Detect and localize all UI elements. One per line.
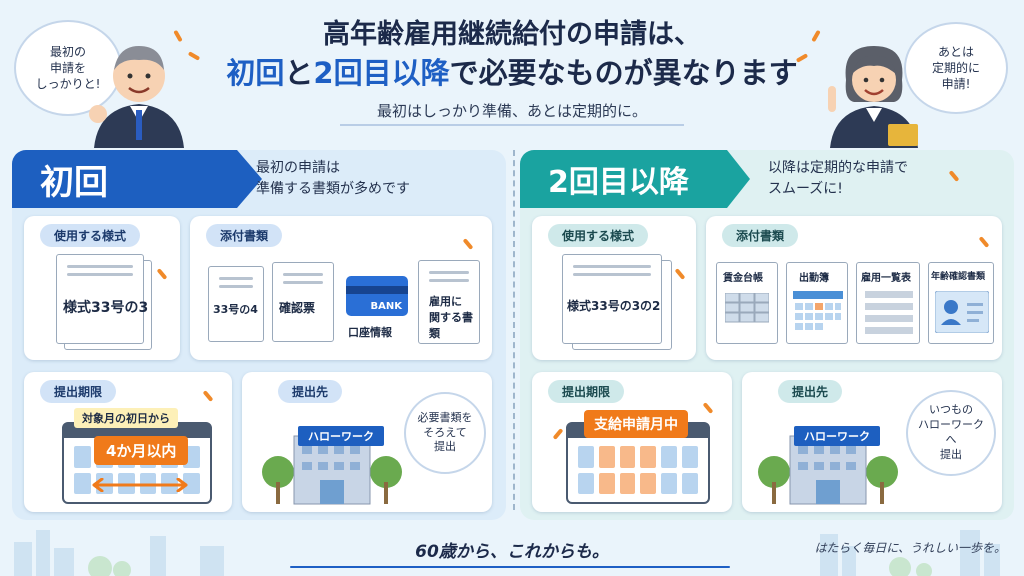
title-second-word: 2回目以降 bbox=[313, 56, 450, 90]
submit-label: 提出先 bbox=[778, 380, 843, 403]
submit-label: 提出先 bbox=[278, 380, 343, 403]
attachment-account-info: 口座情報 bbox=[348, 326, 392, 339]
attachment-age-verification: 年齢確認書類 bbox=[931, 272, 986, 282]
attachment-attendance: 出勤簿 bbox=[799, 273, 829, 284]
first-banner: 初回 bbox=[12, 150, 262, 208]
attachment-wage-ledger: 賃金台帳 bbox=[723, 273, 763, 284]
footer-tagline: はたらく毎日に、うれしい一歩を。 bbox=[814, 541, 1006, 555]
businessman-illustration bbox=[89, 46, 184, 148]
attachment-33-4: 33号の4 bbox=[213, 303, 258, 316]
page-subtitle: 最初はしっかり準備、あとは定期的に。 bbox=[376, 102, 647, 120]
first-application-panel: 初回 最初の申請は 準備する書類が多めです 使用する様式 様式33号の3 添付書… bbox=[12, 150, 506, 520]
sparkle-icon bbox=[674, 268, 686, 280]
attachment-employment-list: 雇用一覧表 bbox=[861, 273, 911, 284]
attendance-calendar-icon: 出勤簿 bbox=[786, 262, 848, 344]
sparkle-icon bbox=[156, 268, 168, 280]
second-deadline-card: 提出期限 支給申請月中 bbox=[532, 372, 732, 512]
title-rest: で必要なものが異なります bbox=[449, 56, 798, 90]
form-name: 様式33号の3 bbox=[63, 300, 149, 316]
second-banner: 2回目以降 bbox=[520, 150, 750, 208]
first-form-card: 使用する様式 様式33号の3 bbox=[24, 216, 180, 360]
sparkle-icon bbox=[978, 236, 990, 248]
id-card-icon: 年齢確認書類 bbox=[928, 262, 994, 344]
sparkle-icon bbox=[702, 402, 714, 414]
submit-note-bubble: いつもの ハローワークへ 提出 bbox=[906, 390, 996, 476]
attachment-confirmation: 確認票 bbox=[279, 301, 316, 315]
deadline-start-note: 対象月の初日から bbox=[74, 408, 178, 428]
page-title-line1: 高年齢雇用継続給付の申請は、 bbox=[323, 19, 701, 50]
form-name: 様式33号の3の2 bbox=[567, 299, 661, 313]
list-table-icon: 雇用一覧表 bbox=[856, 262, 920, 344]
bank-card-text: BANK bbox=[370, 301, 402, 312]
subtitle-underline bbox=[340, 124, 684, 126]
page-title-line2: 初回と2回目以降で必要なものが異なります bbox=[0, 50, 1024, 92]
speech-bubble-left: 最初の 申請を しっかりと! bbox=[14, 20, 122, 116]
calendar-icon bbox=[566, 422, 710, 504]
second-form-card: 使用する様式 様式33号の3の2 bbox=[532, 216, 696, 360]
deadline-label: 提出期限 bbox=[548, 380, 625, 403]
businesswoman-illustration bbox=[828, 46, 918, 148]
deadline-label: 提出期限 bbox=[40, 380, 117, 403]
document-icon: 確認票 bbox=[272, 262, 334, 342]
sparkle-icon bbox=[462, 238, 474, 250]
attachments-label: 添付書類 bbox=[206, 224, 283, 247]
building-icon bbox=[262, 435, 402, 505]
subsequent-application-panel: 2回目以降 以降は定期的な申請で スムーズに! 使用する様式 様式33号の3の2… bbox=[520, 150, 1014, 520]
office-sign: ハローワーク bbox=[298, 426, 384, 446]
second-banner-note: 以降は定期的な申請で スムーズに! bbox=[768, 160, 908, 197]
second-attachments-card: 添付書類 賃金台帳 出勤簿 雇用一覧表 年齢確認書類 bbox=[706, 216, 1002, 360]
sparkle-icon bbox=[948, 170, 960, 182]
office-sign: ハローワーク bbox=[794, 426, 880, 446]
attachment-employment-docs: 雇用に 関する書類 bbox=[429, 295, 473, 340]
document-icon: 33号の4 bbox=[208, 266, 264, 342]
title-connector: と bbox=[284, 56, 314, 90]
document-icon: 様式33号の3 bbox=[56, 254, 148, 344]
first-deadline-card: 提出期限 対象月の初日から 4か月以内 bbox=[24, 372, 232, 512]
second-submit-card: 提出先 ハローワーク いつもの ハローワークへ 提出 bbox=[742, 372, 1002, 512]
deadline-main: 4か月以内 bbox=[94, 436, 189, 465]
attachments-label: 添付書類 bbox=[722, 224, 799, 247]
speech-bubble-right: あとは 定期的に 申請! bbox=[904, 22, 1008, 114]
submit-note-bubble: 必要書類を そろえて 提出 bbox=[404, 392, 486, 474]
bank-card-icon: BANK bbox=[346, 276, 408, 316]
sparkle-icon bbox=[202, 390, 214, 402]
form-label: 使用する様式 bbox=[40, 224, 141, 247]
deadline-main: 支給申請月中 bbox=[584, 410, 688, 438]
city-skyline-background bbox=[14, 530, 1000, 576]
first-banner-note: 最初の申請は 準備する書類が多めです bbox=[256, 160, 410, 197]
footer-slogan: 60歳から、これからも。 bbox=[415, 542, 609, 562]
title-first-word: 初回 bbox=[226, 56, 285, 90]
document-icon: 雇用に 関する書類 bbox=[418, 260, 480, 344]
document-icon: 様式33号の3の2 bbox=[562, 254, 662, 344]
ledger-icon: 賃金台帳 bbox=[716, 262, 778, 344]
section-divider bbox=[513, 150, 515, 510]
form-label: 使用する様式 bbox=[548, 224, 649, 247]
building-icon bbox=[758, 435, 898, 505]
first-attachments-card: 添付書類 33号の4 確認票 BANK 口座情報 雇用に 関する書類 bbox=[190, 216, 492, 360]
footer-underline bbox=[290, 566, 730, 568]
first-submit-card: 提出先 ハローワーク 必要書類を そろえて 提出 bbox=[242, 372, 492, 512]
arrow-icon bbox=[92, 478, 188, 492]
sparkle-icon bbox=[552, 428, 564, 440]
